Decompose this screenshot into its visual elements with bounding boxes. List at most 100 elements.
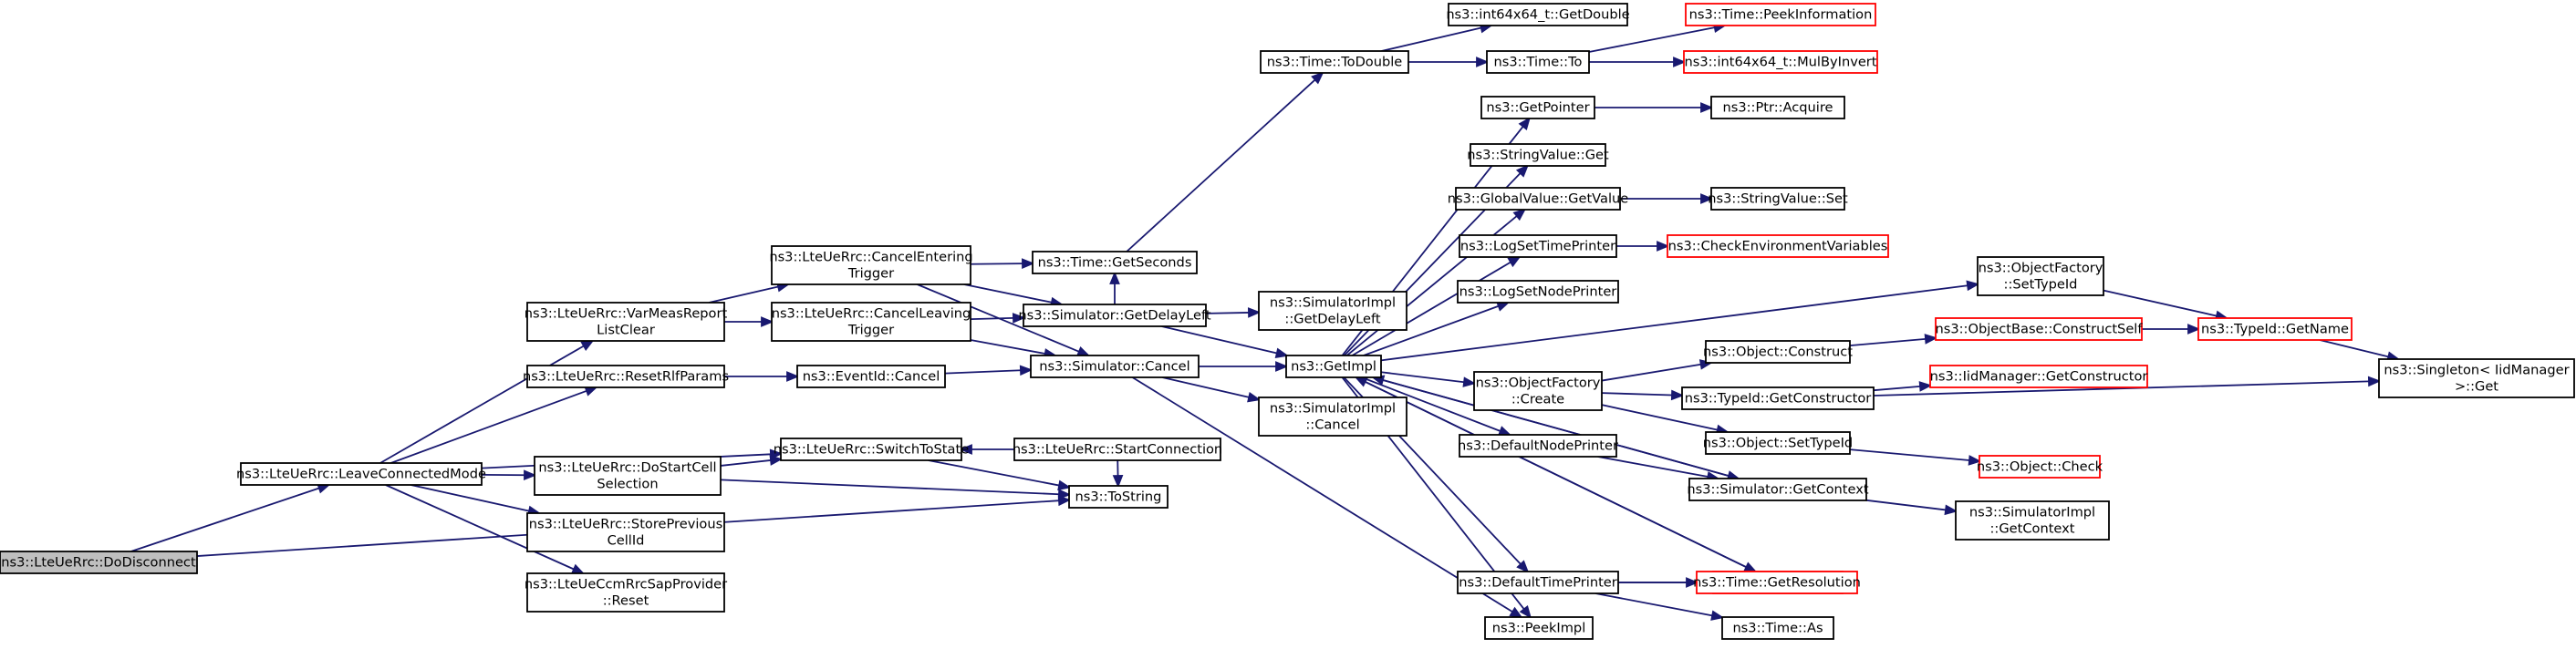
node-label: ::Create <box>1511 392 1564 407</box>
node-label: ns3::Object::Check <box>1977 459 2103 475</box>
node-time-getseconds[interactable]: ns3::Time::GetSeconds <box>1032 251 1198 274</box>
node-simulator-cancel[interactable]: ns3::Simulator::Cancel <box>1030 355 1200 378</box>
node-simulator-getcontext[interactable]: ns3::Simulator::GetContext <box>1687 478 1869 501</box>
node-iidmanager-getconstructor[interactable]: ns3::IidManager::GetConstructor <box>1929 365 2148 388</box>
node-box <box>2378 358 2575 398</box>
node-peekimpl[interactable]: ns3::PeekImpl <box>1484 616 1594 640</box>
node-label: Selection <box>597 477 658 492</box>
node-int64x64-t-getdouble[interactable]: ns3::int64x64_t::GetDouble <box>1446 3 1630 26</box>
node-lteueccmrrcsapprovider-reset[interactable]: ns3::LteUeCcmRrcSapProvider::Reset <box>525 572 727 613</box>
node-objectbase-constructself[interactable]: ns3::ObjectBase::ConstructSelf <box>1935 317 2144 341</box>
node-label: ns3::Ptr::Acquire <box>1722 100 1833 116</box>
node-time-peekinformation[interactable]: ns3::Time::PeekInformation <box>1685 3 1876 26</box>
node-time-to[interactable]: ns3::Time::To <box>1486 50 1590 74</box>
node-simulatorimpl-getcontext[interactable]: ns3::SimulatorImpl::GetContext <box>1955 500 2110 541</box>
node-box <box>526 572 725 613</box>
node-logsetnodeprinter[interactable]: ns3::LogSetNodePrinter <box>1457 280 1619 304</box>
edge-n12-n2 <box>1112 459 1124 489</box>
node-lteuerrc-resetrlfparams[interactable]: ns3::LteUeRrc::ResetRlfParams <box>523 365 729 388</box>
node-simulatorimpl-getdelayleft[interactable]: ns3::SimulatorImpl::GetDelayLeft <box>1258 291 1407 331</box>
node-box <box>1696 571 1858 594</box>
node-box <box>771 245 971 285</box>
node-object-construct[interactable]: ns3::Object::Construct <box>1703 340 1853 364</box>
node-singleton-iidmanager-get[interactable]: ns3::Singleton< IidManager>::Get <box>2378 358 2575 398</box>
node-time-as[interactable]: ns3::Time::As <box>1721 616 1834 640</box>
node-tostring[interactable]: ns3::ToString <box>1068 485 1169 509</box>
node-label: ns3::Simulator::GetDelayLeft <box>1018 308 1211 324</box>
node-label: ns3::ToString <box>1075 489 1162 505</box>
node-globalvalue-getvalue[interactable]: ns3::GlobalValue::GetValue <box>1448 187 1629 211</box>
node-label: ns3::LteUeRrc::SwitchToState <box>774 442 969 458</box>
node-objectfactory-create[interactable]: ns3::ObjectFactory::Create <box>1473 371 1603 411</box>
node-lteuerrc-dodisconnect[interactable]: ns3::LteUeRrc::DoDisconnect <box>0 551 198 574</box>
node-object-check[interactable]: ns3::Object::Check <box>1977 455 2103 479</box>
node-defaultnodeprinter[interactable]: ns3::DefaultNodePrinter <box>1458 434 1618 458</box>
edge-n40-n46 <box>1849 334 1938 346</box>
node-typeid-getname[interactable]: ns3::TypeId::GetName <box>2197 317 2353 341</box>
node-objectfactory-settypeid[interactable]: ns3::ObjectFactory::SetTypeId <box>1977 256 2104 296</box>
arrowhead-icon <box>1057 489 1072 500</box>
node-box <box>1710 187 1845 211</box>
node-label: ns3::Object::Construct <box>1703 345 1853 360</box>
node-lteuerrc-switchtostate[interactable]: ns3::LteUeRrc::SwitchToState <box>774 438 969 461</box>
node-lteuerrc-leaveconnectedmode[interactable]: ns3::LteUeRrc::LeaveConnectedMode <box>236 462 486 486</box>
edge-line <box>1849 337 1927 346</box>
node-label: ns3::StringValue::Get <box>1467 148 1609 163</box>
edge-line <box>1126 78 1316 252</box>
edge-line <box>720 479 1060 496</box>
node-box <box>1448 3 1628 26</box>
node-layer: ns3::LteUeRrc::DoDisconnect ns3::LteUeRrc… <box>0 3 2575 640</box>
node-label: ns3::Singleton< IidManager <box>2384 363 2569 378</box>
node-label: ListClear <box>597 323 655 338</box>
edge-n30-n39 <box>2103 289 2229 322</box>
node-typeid-getconstructor[interactable]: ns3::TypeId::GetConstructor <box>1681 386 1875 410</box>
edge-n0-n1 <box>130 483 331 552</box>
node-time-todouble[interactable]: ns3::Time::ToDouble <box>1260 50 1409 74</box>
node-box <box>1459 434 1617 458</box>
edge-n33-n43 <box>1865 499 1958 516</box>
edge-n18-n27 <box>1346 208 1527 356</box>
node-simulator-getdelayleft[interactable]: ns3::Simulator::GetDelayLeft <box>1018 304 1211 327</box>
arrowhead-icon <box>1019 365 1034 376</box>
node-label: Trigger <box>847 323 894 338</box>
node-label: ::SetTypeId <box>2004 277 2078 293</box>
node-box <box>1667 234 1889 258</box>
arrowhead-icon <box>1968 455 1982 466</box>
edge-n18-n31 <box>1380 371 1477 387</box>
node-label: ::Cancel <box>1305 417 1359 433</box>
node-object-settypeid[interactable]: ns3::Object::SetTypeId <box>1703 431 1853 455</box>
node-box <box>1258 397 1407 437</box>
node-label: ns3::ObjectBase::ConstructSelf <box>1936 322 2144 337</box>
node-logsettimeprinter[interactable]: ns3::LogSetTimePrinter <box>1459 234 1617 258</box>
node-label: ns3::PeekImpl <box>1492 621 1586 636</box>
edge-n27-n37 <box>1620 193 1714 204</box>
node-label: ns3::CheckEnvironmentVariables <box>1668 239 1888 254</box>
node-stringvalue-get[interactable]: ns3::StringValue::Get <box>1467 143 1609 167</box>
node-label: ns3::IidManager::GetConstructor <box>1930 369 2148 385</box>
node-getpointer[interactable]: ns3::GetPointer <box>1480 96 1595 119</box>
node-label: ns3::SimulatorImpl <box>1969 505 2095 520</box>
node-getimpl[interactable]: ns3::GetImpl <box>1285 355 1382 378</box>
node-ptr-acquire[interactable]: ns3::Ptr::Acquire <box>1710 96 1845 119</box>
node-box <box>526 302 725 342</box>
edge-n41-n49 <box>1873 376 2382 397</box>
node-stringvalue-set[interactable]: ns3::StringValue::Set <box>1708 187 1848 211</box>
node-box <box>1032 251 1198 274</box>
node-checkenvironmentvariables[interactable]: ns3::CheckEnvironmentVariables <box>1667 234 1889 258</box>
edge-n14-n13 <box>1109 271 1120 304</box>
node-box <box>0 551 198 574</box>
node-label: ns3::Time::As <box>1732 621 1823 636</box>
node-eventid-cancel[interactable]: ns3::EventId::Cancel <box>796 365 946 388</box>
edge-n8-n14 <box>963 283 1065 308</box>
node-defaulttimeprinter[interactable]: ns3::DefaultTimePrinter <box>1457 571 1619 594</box>
node-simulatorimpl-cancel[interactable]: ns3::SimulatorImpl::Cancel <box>1258 397 1407 437</box>
node-lteuerrc-startconnection[interactable]: ns3::LteUeRrc::StartConnection <box>1013 438 1222 461</box>
node-int64x64-t-mulbyinvert[interactable]: ns3::int64x64_t::MulByInvert <box>1683 50 1878 74</box>
node-time-getresolution[interactable]: ns3::Time::GetResolution <box>1693 571 1861 594</box>
